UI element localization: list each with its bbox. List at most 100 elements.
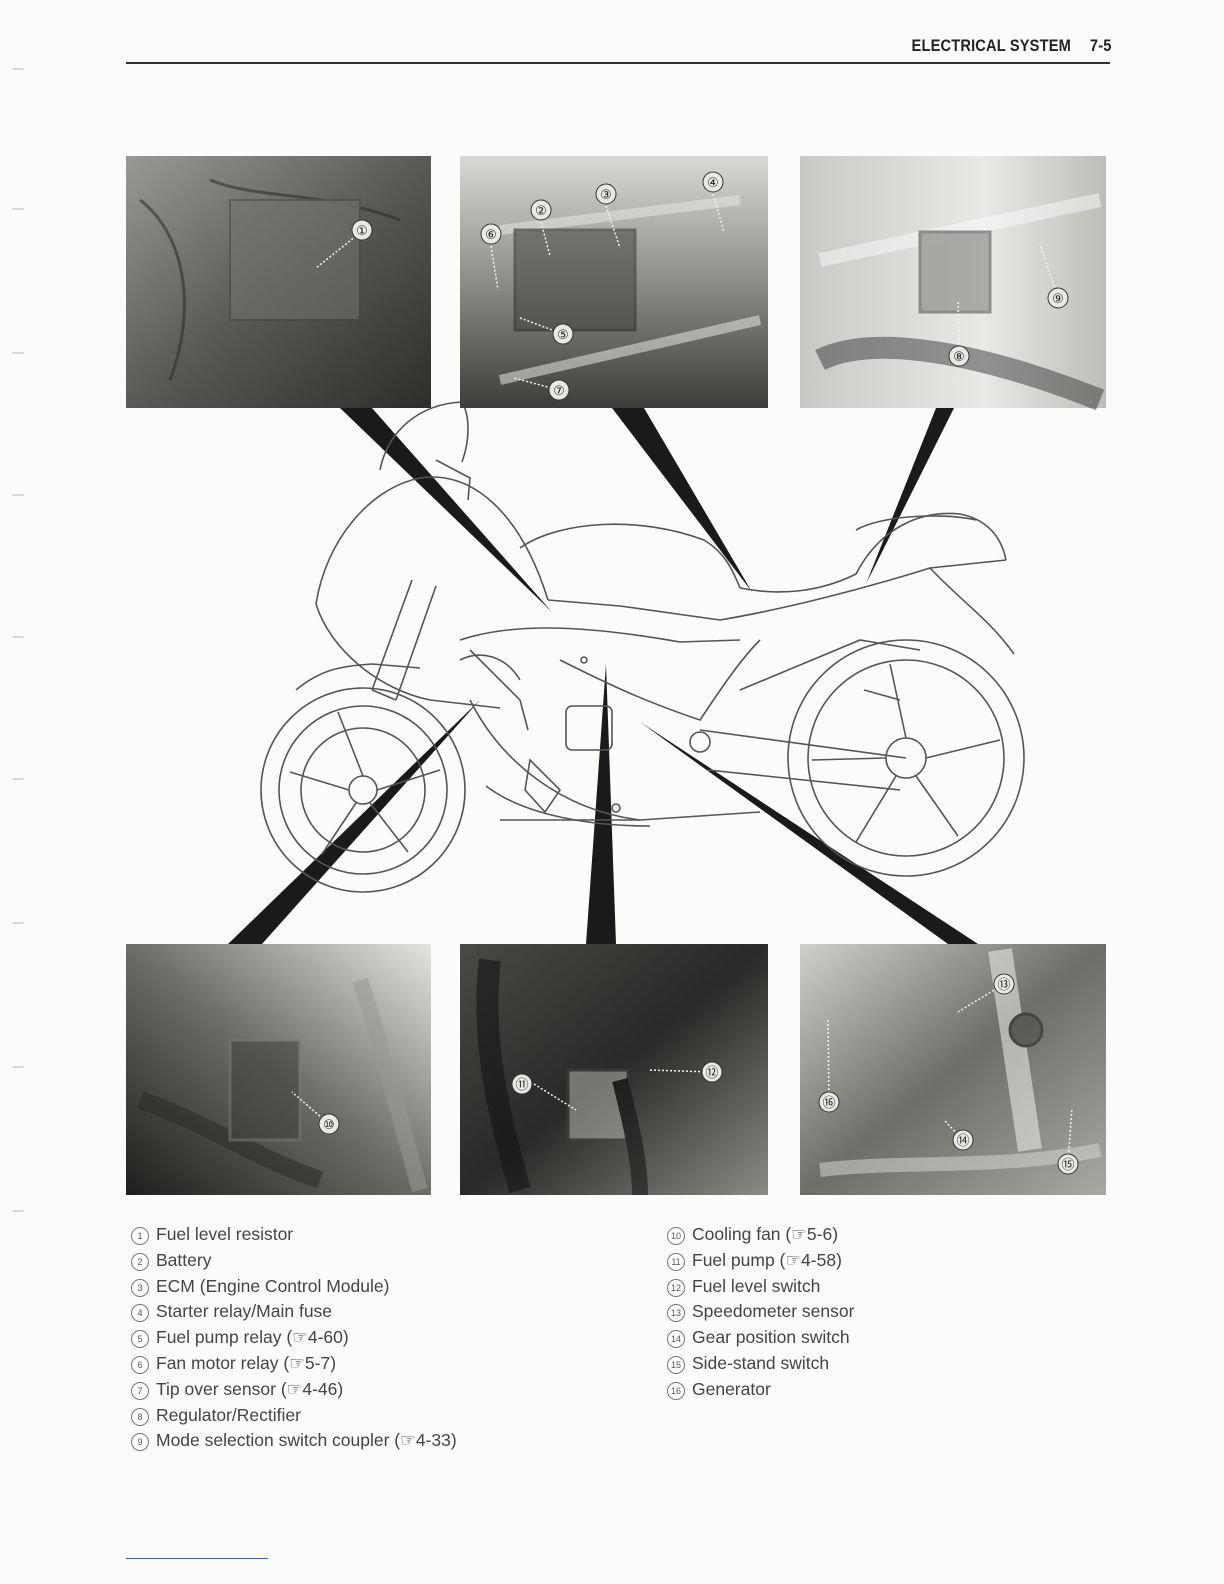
callout-7: ⑦ <box>548 379 570 401</box>
legend-text: Cooling fan (☞5-6) <box>692 1224 839 1244</box>
svg-text:⑯: ⑯ <box>822 1096 835 1111</box>
edge-mark <box>12 208 24 210</box>
callout-5: ⑤ <box>552 323 574 345</box>
legend-item: 4 Starter relay/Main fuse <box>131 1299 457 1325</box>
legend-text: Mode selection switch coupler (☞4-33) <box>156 1430 457 1451</box>
callout-14: ⑭ <box>952 1129 974 1151</box>
footer-rule <box>126 1558 268 1559</box>
section-title: ELECTRICAL SYSTEM <box>911 36 1072 55</box>
svg-text:⑧: ⑧ <box>953 350 965 365</box>
header-rule <box>126 62 1110 64</box>
legend-item: 6 Fan motor relay (☞5-7) <box>131 1351 457 1377</box>
edge-mark <box>12 68 24 70</box>
edge-mark <box>12 352 24 354</box>
edge-mark <box>12 1210 24 1212</box>
svg-text:⑪: ⑪ <box>515 1078 528 1093</box>
svg-text:⑤: ⑤ <box>557 328 569 343</box>
legend-left: 1 Fuel level resistor 2 Battery 3 ECM (Engine… <box>131 1222 457 1454</box>
legend-number: 4 <box>131 1304 149 1323</box>
svg-text:⑩: ⑩ <box>323 1118 335 1133</box>
callout-1: ① <box>351 219 373 241</box>
photo-fuel-level-resistor <box>126 156 431 408</box>
callout-2: ② <box>530 199 552 221</box>
photo-texture <box>137 178 1105 1196</box>
legend-text: Generator <box>692 1378 771 1399</box>
svg-text:⑮: ⑮ <box>1061 1158 1074 1173</box>
legend-number: 11 <box>667 1252 685 1271</box>
legend-item: 14 Gear position switch <box>667 1325 854 1351</box>
callout-16: ⑯ <box>818 1091 840 1113</box>
legend-number: 3 <box>131 1278 149 1297</box>
legend-text: Starter relay/Main fuse <box>156 1301 333 1322</box>
callout-6: ⑥ <box>480 223 502 245</box>
callout-13: ⑬ <box>993 973 1015 995</box>
photo-regulator <box>800 156 1106 408</box>
legend-number: 12 <box>667 1278 685 1297</box>
legend-item: 3 ECM (Engine Control Module) <box>131 1274 457 1300</box>
svg-text:②: ② <box>535 204 547 219</box>
legend-text: Gear position switch <box>692 1327 850 1348</box>
callout-9: ⑨ <box>1047 287 1069 309</box>
legend-number: 8 <box>131 1407 149 1426</box>
svg-text:⑥: ⑥ <box>485 228 497 243</box>
legend-number: 15 <box>667 1355 685 1374</box>
legend-item: 8 Regulator/Rectifier <box>131 1403 457 1429</box>
svg-text:④: ④ <box>707 176 719 191</box>
callout-8: ⑧ <box>948 345 970 367</box>
legend-number: 10 <box>667 1227 685 1245</box>
svg-text:⑨: ⑨ <box>1052 292 1064 307</box>
callout-12: ⑫ <box>701 1061 723 1083</box>
legend-number: 7 <box>131 1381 149 1400</box>
legend-number: 6 <box>131 1355 149 1374</box>
svg-text:⑬: ⑬ <box>997 978 1010 993</box>
legend-number: 16 <box>667 1381 685 1400</box>
legend-text: Tip over sensor (☞4-46) <box>156 1378 344 1399</box>
legend-text: Battery <box>156 1249 212 1270</box>
legend-text: Fan motor relay (☞5-7) <box>156 1352 337 1373</box>
legend-item: 15 Side-stand switch <box>667 1351 854 1377</box>
legend-number: 13 <box>667 1304 685 1323</box>
callout-15: ⑮ <box>1057 1153 1079 1175</box>
edge-mark <box>12 1066 24 1068</box>
legend-item: 12 Fuel level switch <box>667 1274 854 1300</box>
legend-number: 1 <box>131 1227 149 1245</box>
legend-text: Fuel level switch <box>692 1275 821 1296</box>
callout-11: ⑪ <box>511 1073 533 1095</box>
legend-number: 14 <box>667 1330 685 1349</box>
svg-text:⑭: ⑭ <box>956 1134 969 1149</box>
legend-item: 13 Speedometer sensor <box>667 1299 854 1325</box>
legend-text: Side-stand switch <box>692 1352 830 1373</box>
legend-item: 1 Fuel level resistor <box>131 1222 457 1248</box>
legend-text: Fuel pump relay (☞4-60) <box>156 1327 349 1348</box>
legend-item: 16 Generator <box>667 1377 854 1403</box>
page-number: 7-5 <box>1090 36 1112 55</box>
legend-text: Speedometer sensor <box>692 1301 855 1322</box>
svg-text:⑫: ⑫ <box>705 1066 718 1081</box>
edge-mark <box>12 636 24 638</box>
legend-item: 2 Battery <box>131 1248 457 1274</box>
legend-item: 11 Fuel pump (☞4-58) <box>667 1248 854 1274</box>
edge-mark <box>12 778 24 780</box>
callout-3: ③ <box>595 183 617 205</box>
page-header: ELECTRICAL SYSTEM 7-5 <box>912 36 1112 56</box>
edge-mark <box>12 922 24 924</box>
legend-item: 7 Tip over sensor (☞4-46) <box>131 1377 457 1403</box>
legend-text: Fuel pump (☞4-58) <box>692 1249 842 1270</box>
svg-text:①: ① <box>356 224 368 239</box>
legend-item: 10 Cooling fan (☞5-6) <box>667 1222 854 1248</box>
legend-number: 2 <box>131 1252 149 1271</box>
svg-text:③: ③ <box>600 188 612 203</box>
pointer-wedges <box>228 408 978 944</box>
legend-text: Fuel level resistor <box>156 1224 294 1244</box>
edge-mark <box>12 494 24 496</box>
legend-text: ECM (Engine Control Module) <box>156 1275 390 1296</box>
callout-markers: ① ② ③ ④ ⑤ ⑥ ⑦ ⑧ ⑨ ⑩ ⑪ ⑫ ⑬ ⑭ ⑮ ⑯ <box>318 171 1079 1175</box>
callout-10: ⑩ <box>318 1113 340 1135</box>
legend-text: Regulator/Rectifier <box>156 1404 301 1425</box>
legend-number: 9 <box>131 1433 149 1452</box>
svg-text:⑦: ⑦ <box>553 384 565 399</box>
motorcycle-drawing <box>260 401 1025 893</box>
legend-item: 9 Mode selection switch coupler (☞4-33) <box>131 1428 457 1454</box>
